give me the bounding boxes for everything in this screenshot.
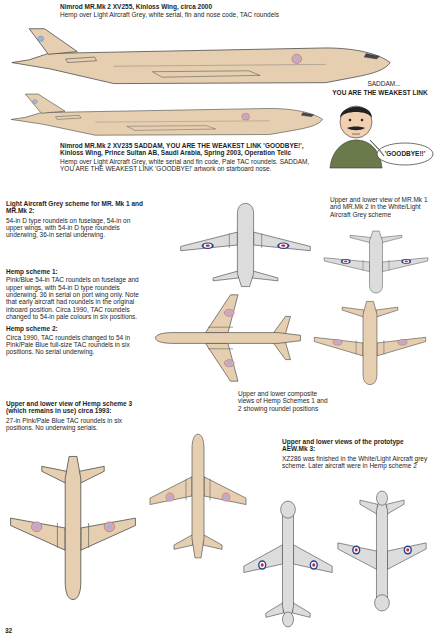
cartoon (330, 106, 433, 168)
profile-title: Nimrod MR.Mk 2 XV235 SADDAM, YOU ARE THE… (60, 142, 315, 157)
view-caption: Upper and lower composite views of Hemp … (238, 390, 333, 412)
scheme-heading: Hemp scheme 1: (6, 268, 146, 275)
scheme-heading: Upper and lower view of Hemp scheme 3 (w… (6, 400, 141, 415)
scheme-note: XZ286 was finished in the White/Light Ai… (282, 455, 430, 470)
artwork-text: SADDAM... (338, 80, 430, 87)
profile-note: Hemp over Light Aircraft Grey, white ser… (60, 11, 360, 18)
artwork-text: 'GOODBYE!!' (380, 150, 430, 157)
scheme-heading: Hemp scheme 2: (6, 325, 146, 332)
view-caption: Upper and lower view of MR.Mk 1 and MR.M… (330, 196, 430, 218)
scheme-note: 27-in Pink/Pale Blue TAC roundels in six… (6, 417, 141, 432)
profile-title: Nimrod MR.Mk 2 XV255, Kinloss Wing, circ… (60, 3, 360, 10)
scheme-note: Pink/Blue 54-in TAC roundels on fuselage… (6, 276, 146, 320)
scheme-note: 54-in D type roundels on fuselage, 54-in… (6, 217, 146, 239)
scheme-note: Circa 1990, TAC roundels changed to 54 i… (6, 334, 146, 356)
scheme-heading: Upper and lower views of the prototype A… (282, 438, 430, 453)
artwork-text: YOU ARE THE WEAKEST LINK (330, 89, 430, 96)
profile-note: Hemp over Light Aircraft Grey, white ser… (60, 158, 315, 173)
page-number: 32 (5, 627, 29, 634)
scheme-heading: Light Aircraft Grey scheme for MR. Mk 1 … (6, 200, 146, 215)
